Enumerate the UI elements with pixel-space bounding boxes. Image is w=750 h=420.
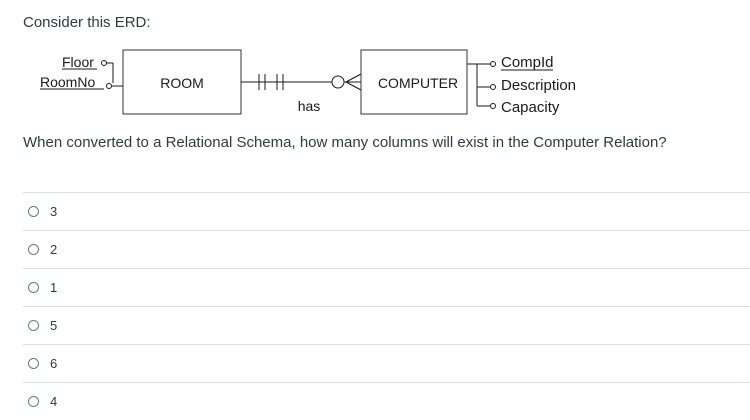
answer-option-3[interactable]: 1 bbox=[23, 269, 750, 307]
entity-room-label: ROOM bbox=[160, 75, 204, 91]
radio-button[interactable] bbox=[28, 206, 39, 217]
relationship-label: has bbox=[298, 98, 321, 114]
answer-option-2[interactable]: 2 bbox=[23, 231, 750, 269]
answer-label: 5 bbox=[50, 318, 58, 333]
radio-button[interactable] bbox=[28, 282, 39, 293]
answer-label: 4 bbox=[50, 394, 58, 409]
answer-list: 3 2 1 5 6 4 bbox=[23, 192, 750, 420]
radio-button[interactable] bbox=[28, 320, 39, 331]
attr-roomno: RoomNo bbox=[40, 74, 95, 90]
answer-option-5[interactable]: 6 bbox=[23, 345, 750, 383]
entity-computer-label: COMPUTER bbox=[378, 75, 458, 91]
answer-option-4[interactable]: 5 bbox=[23, 307, 750, 345]
answer-option-1[interactable]: 3 bbox=[23, 193, 750, 231]
attr-floor: Floor bbox=[62, 54, 94, 70]
radio-button[interactable] bbox=[28, 244, 39, 255]
entity-computer bbox=[360, 49, 468, 115]
entity-room bbox=[122, 49, 242, 115]
answer-option-6[interactable]: 4 bbox=[23, 383, 750, 420]
attr-description: Description bbox=[501, 77, 576, 94]
attr-capacity: Capacity bbox=[501, 99, 560, 116]
answer-label: 6 bbox=[50, 356, 58, 371]
prompt-text: Consider this ERD: bbox=[23, 14, 151, 31]
radio-button[interactable] bbox=[28, 358, 39, 369]
answer-label: 1 bbox=[50, 280, 58, 295]
attr-compid: CompId bbox=[501, 54, 554, 71]
question-text: When converted to a Relational Schema, h… bbox=[23, 134, 667, 151]
erd-diagram: Floor RoomNo ROOM has COMPUTER CompId De… bbox=[40, 49, 576, 116]
answer-label: 2 bbox=[50, 242, 58, 257]
answer-label: 3 bbox=[50, 204, 58, 219]
radio-button[interactable] bbox=[28, 396, 39, 407]
